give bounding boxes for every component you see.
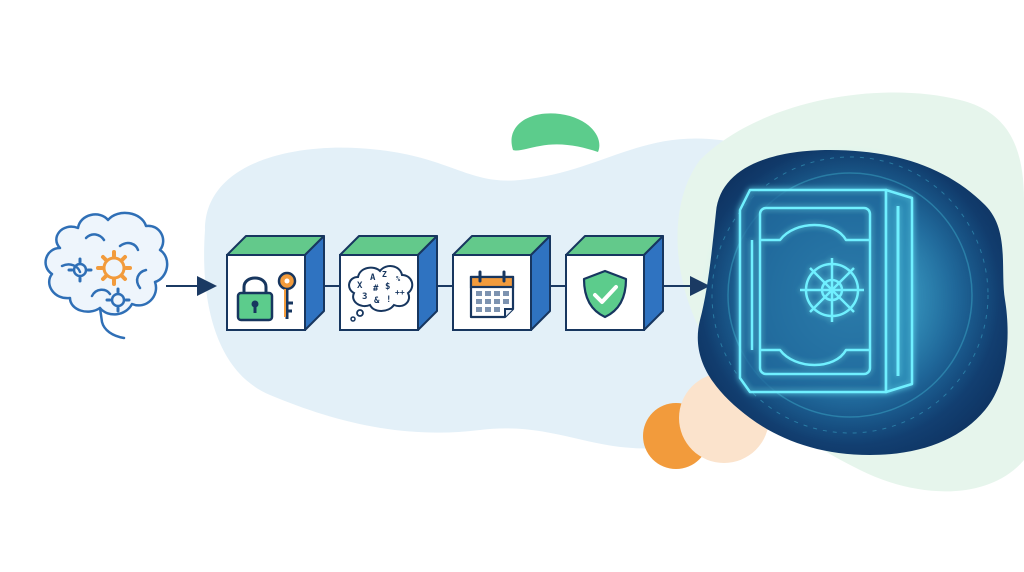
symbol-glyph: Z — [382, 270, 387, 279]
step-cube-4 — [565, 235, 664, 331]
calendar-icon — [469, 270, 515, 319]
step-cube-2: X A Z 3 # $ & ! % ++ — [339, 235, 438, 331]
symbol-glyph: 3 — [362, 292, 367, 302]
symbol-glyph: A — [370, 273, 376, 283]
symbol-glyph: X — [357, 281, 363, 291]
symbol-glyph: % — [396, 275, 401, 283]
step-cube-1 — [226, 235, 325, 331]
symbol-glyph: ++ — [395, 288, 405, 297]
brain-gears-icon — [44, 211, 169, 340]
green-accent-blob — [511, 113, 600, 152]
step-cube-3 — [452, 235, 551, 331]
padlock-key-icon — [236, 271, 297, 322]
thought-bubble-symbols-icon: X A Z 3 # $ & ! % ++ — [348, 265, 414, 322]
vault-icon — [697, 145, 1008, 455]
shield-check-icon — [582, 269, 628, 319]
symbol-glyph: & — [374, 296, 380, 306]
symbol-glyph: ! — [386, 295, 391, 305]
symbol-glyph: # — [373, 284, 379, 294]
symbol-glyph: $ — [385, 282, 390, 292]
